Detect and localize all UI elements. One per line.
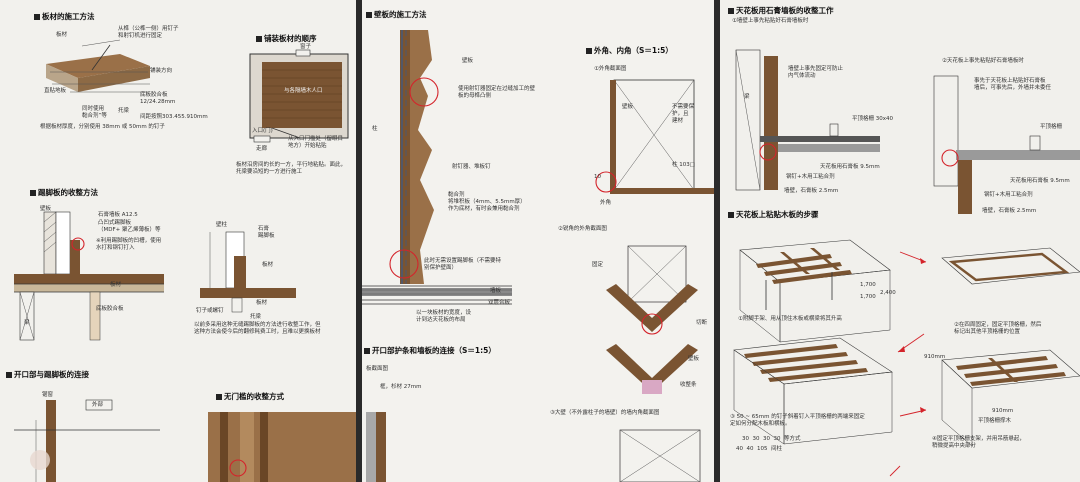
section-title-corner: 外角、内角（S＝1:5） <box>586 46 673 55</box>
label-subfloor: 底板胶合板 12/24.28mm <box>140 92 176 105</box>
label-frame: 锯窗 <box>42 392 54 398</box>
label-joist3: 平顶格栅 30x40 <box>852 116 894 122</box>
label-stud2: 事先于天花板上粘贴好石膏板 墙后，可事先后，外墙并未委任 <box>974 78 1052 91</box>
label-glue-note: ※利用踢脚板的凹槽，使用 水打和钢钉打入 <box>96 238 162 251</box>
label-wall-nail-note: 使用射钉器固定在过缝加工的壁 板的母榫凸侧 <box>458 86 536 99</box>
label-corner-wallboard: 壁板 <box>622 104 634 110</box>
page3-drawings <box>733 49 1080 477</box>
label-dim-910a: 910mm <box>924 354 946 360</box>
label-step4-text: ④固定平顶格栅支架，并用吊筋悬起， 稍微提高中央部分 <box>932 436 1025 449</box>
section-title-ceiling: 天花板用石膏墙板的收整工作 <box>728 6 834 15</box>
label-wall-stud: 壁柱 <box>216 222 228 228</box>
section-title-opening: 开口部与踢脚板的连接 <box>6 370 89 379</box>
label-concave: 凸凹式踢脚板 （MDF+ 聚乙烯薄板）等 <box>98 220 161 233</box>
label-direct-floor: 直贴地板 <box>44 88 67 94</box>
label-outer: 外角 <box>600 200 612 206</box>
label-stud1: 墙壁上事先固定可防止 内气体流动 <box>788 66 844 79</box>
label-double-ply: 双层合板 <box>488 300 511 306</box>
label-wallboard2: 壁板 <box>688 356 700 362</box>
label-joist: 托梁 <box>118 108 130 114</box>
page-right: 天花板用石膏墙板的收整工作 ①墙壁上事先粘贴好石膏墙板时 ②天花板上事先粘贴好石… <box>720 0 1080 482</box>
label-dim-10: 10 <box>594 174 601 180</box>
label-gypsum2: 石膏 踢脚板 <box>258 226 275 239</box>
label-joist2: 托梁 <box>250 314 262 320</box>
label-corridor: 走廊 <box>256 146 268 152</box>
label-scaffold: ①附脚手架、用从顶住木板或横梁将其升高 <box>738 316 842 322</box>
section-title-steps: 天花板上粘贴木板的步骤 <box>728 210 819 219</box>
label-dims-row: 30 30 30 30 等方式 <box>742 436 801 442</box>
label-ridge: 平顶格栅撑木 <box>978 418 1012 424</box>
label-ceiling1: 天花板用石膏板 9.5mm <box>820 164 880 170</box>
page2-drawings <box>362 30 714 482</box>
section-title-threshold: 无门槛的收整方式 <box>216 392 284 401</box>
label-step1: ①墙壁上事先粘贴好石膏墙板时 <box>732 18 809 24</box>
section-title-floor: 板材的施工方法 <box>34 12 95 21</box>
label-nails: 射钉器、堆板钉 <box>452 164 491 170</box>
label-dim-1700b: 1,700 <box>860 294 876 300</box>
label-adhesive: 黏合剂 将堆积板（4mm、5.5mm厚） 作为底材，有时会兼用黏合剂 <box>448 192 526 212</box>
label-step2: ②天花板上事先粘贴好石膏墙板时 <box>942 58 1024 64</box>
label-wallboard: 壁板 <box>462 58 474 64</box>
label-ceiling2: 天花板用石膏板 9.5mm <box>1010 178 1070 184</box>
label-floor-board: 板材 <box>110 282 122 288</box>
label-screw1: 钢钉+木用工粘合剂 <box>786 174 835 180</box>
label-gypsum: 石膏墙板 A12.5 <box>98 212 138 218</box>
label-dim-910b: 910mm <box>992 408 1014 414</box>
section-title-opening2: 开口部护条和墙板的连接（S＝1:5） <box>364 346 496 355</box>
label-wallboard3: 墙壁，石膏板 2.5mm <box>784 188 839 194</box>
label-outer-section: ①外角截面图 <box>594 66 627 72</box>
section-title-order: 铺装板材的顺序 <box>256 34 317 43</box>
label-board: 板材 <box>56 32 68 38</box>
label-spacing: 间距按照303.455.910mm <box>140 114 208 120</box>
label-section: 板截面图 <box>366 366 389 372</box>
label-cut: 切断 <box>696 320 708 326</box>
label-start: 从入口门槛处（留眼目 地方）开始粘贴 <box>288 136 344 149</box>
page-left: 板材的施工方法 板材 从榫（公榫一侧）用钉子 和射钉机进行固定 铺装方向 直贴地… <box>0 0 356 482</box>
label-nail-fix: 钉子或螺钉 <box>196 308 224 314</box>
label-skirting-note: 以前多采用这种无缝踢脚板的方法进行收整工作，但 这种方法会使今后的翻修耗费工时，… <box>194 322 321 335</box>
label-wall-floor: 墙板 <box>490 288 502 294</box>
label-miter-section: ②锐角的外角截面图 <box>558 226 607 232</box>
label-beam3: 梁 <box>744 94 750 100</box>
label-beam: 梁 <box>24 320 30 326</box>
label-pillar-103: 柱 103□ <box>672 162 695 168</box>
label-stud: 壁板 <box>40 206 52 212</box>
label-skirting-note2: 此时无需设置踢脚板（不需要特 别保护壁面） <box>424 258 502 271</box>
label-glue: 同时使用 黏合剂”等 <box>82 106 107 119</box>
section-title-wall: 壁板的施工方法 <box>366 10 427 19</box>
label-strip: 收整条 <box>680 382 697 388</box>
label-dim-1700a: 1,700 <box>860 282 876 288</box>
section-title-skirting: 踢脚板的收整方法 <box>30 188 98 197</box>
label-board2: 板材 <box>262 262 274 268</box>
label-outside: 外部 <box>92 402 104 408</box>
label-dim-2400: 2,400 <box>880 290 896 296</box>
label-nail-note: 从榫（公榫一侧）用钉子 和射钉机进行固定 <box>118 26 179 39</box>
label-direction: 铺装方向 <box>150 68 173 74</box>
label-inner-section: ③大壁（不外露柱子的墙壁）的墙内角截面图 <box>550 410 660 416</box>
label-frame2: 框，杉材 27mm <box>380 384 422 390</box>
label-step3-text: ③ 50 ~ 65mm 的钉子斜着钉入平顶格栅的两端来固定 定如何分配木板和横板… <box>730 414 865 427</box>
label-joist4: 平顶格栅 <box>1040 124 1063 130</box>
label-sub-plywood: 底板胶合板 <box>96 306 124 312</box>
label-order-note: 板材沿房间的长的一方，平行地粘贴。面此， 托梁要沿短的一方进行施工 <box>236 162 347 175</box>
label-step2-text: ②在四周固定，固定平顶格栅，然后 标记出其他平顶格栅的位置 <box>954 322 1042 335</box>
page1-drawings <box>14 39 356 482</box>
label-fixed: 固定 <box>592 262 604 268</box>
label-board3: 板材 <box>256 300 268 306</box>
label-spacing-note: 以一块板材的宽度，设 计到达天花板的布局 <box>416 310 472 323</box>
label-pillar: 柱 <box>372 126 378 132</box>
label-note-right: 不需要保 护，且 建材 <box>672 104 695 124</box>
label-wallboard4: 墙壁，石膏板 2.5mm <box>982 208 1037 214</box>
label-nail-length: 根据板材厚度，分别使用 38mm 或 50mm 的钉子 <box>40 124 165 130</box>
label-window: 窗子 <box>300 44 312 50</box>
page-middle: 壁板的施工方法 壁板 使用射钉器固定在过缝加工的壁 板的母榫凸侧 柱 射钉器、堆… <box>362 0 714 482</box>
label-dims-row2: 40 40 105 间柱 <box>736 446 782 452</box>
label-entrance: 入口(门) <box>252 128 273 134</box>
label-inner: 与各隔墙木人口 <box>284 88 323 94</box>
label-screw2: 钢钉+木用工粘合剂 <box>984 192 1033 198</box>
